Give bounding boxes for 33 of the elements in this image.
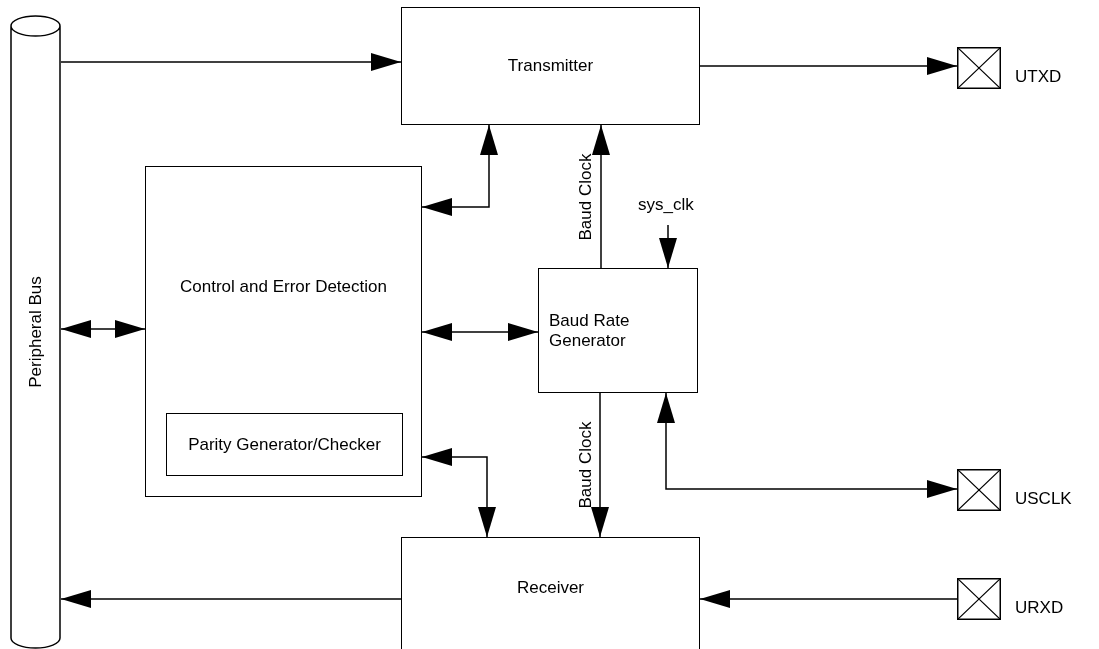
block-label: Peripheral Bus (25, 276, 46, 388)
pin-symbol (957, 47, 1001, 89)
pin-label: URXD (1015, 598, 1064, 618)
arrow (421, 448, 496, 538)
arrow (60, 53, 402, 71)
block (401, 537, 700, 649)
edge-label: Baud Clock (576, 153, 596, 241)
block-label: Parity Generator/Checker (188, 434, 381, 455)
arrow (592, 124, 610, 269)
block-label: sys_clk (638, 195, 695, 215)
arrow (421, 323, 539, 341)
block-label: Transmitter (507, 56, 594, 76)
arrow (591, 392, 609, 538)
block-label: Receiver (516, 577, 585, 598)
block-label: Control and Error Detection (180, 276, 387, 297)
pin-label: UTXD (1015, 67, 1062, 87)
arrow (60, 320, 146, 338)
block (166, 413, 403, 476)
pin-symbol (957, 469, 1001, 511)
edge-label: Baud Clock (576, 421, 596, 509)
pin-label: USCLK (1015, 489, 1072, 509)
arrow (657, 392, 958, 498)
pin-symbol (957, 578, 1001, 620)
arrow (659, 224, 677, 269)
block (145, 166, 422, 497)
bus-cylinder (10, 15, 61, 649)
block (538, 268, 698, 393)
arrow (699, 57, 958, 75)
arrow (699, 590, 958, 608)
block (401, 7, 700, 125)
block-label: Baud Rate Generator (549, 310, 631, 351)
arrow (421, 124, 498, 216)
arrow (60, 590, 402, 608)
